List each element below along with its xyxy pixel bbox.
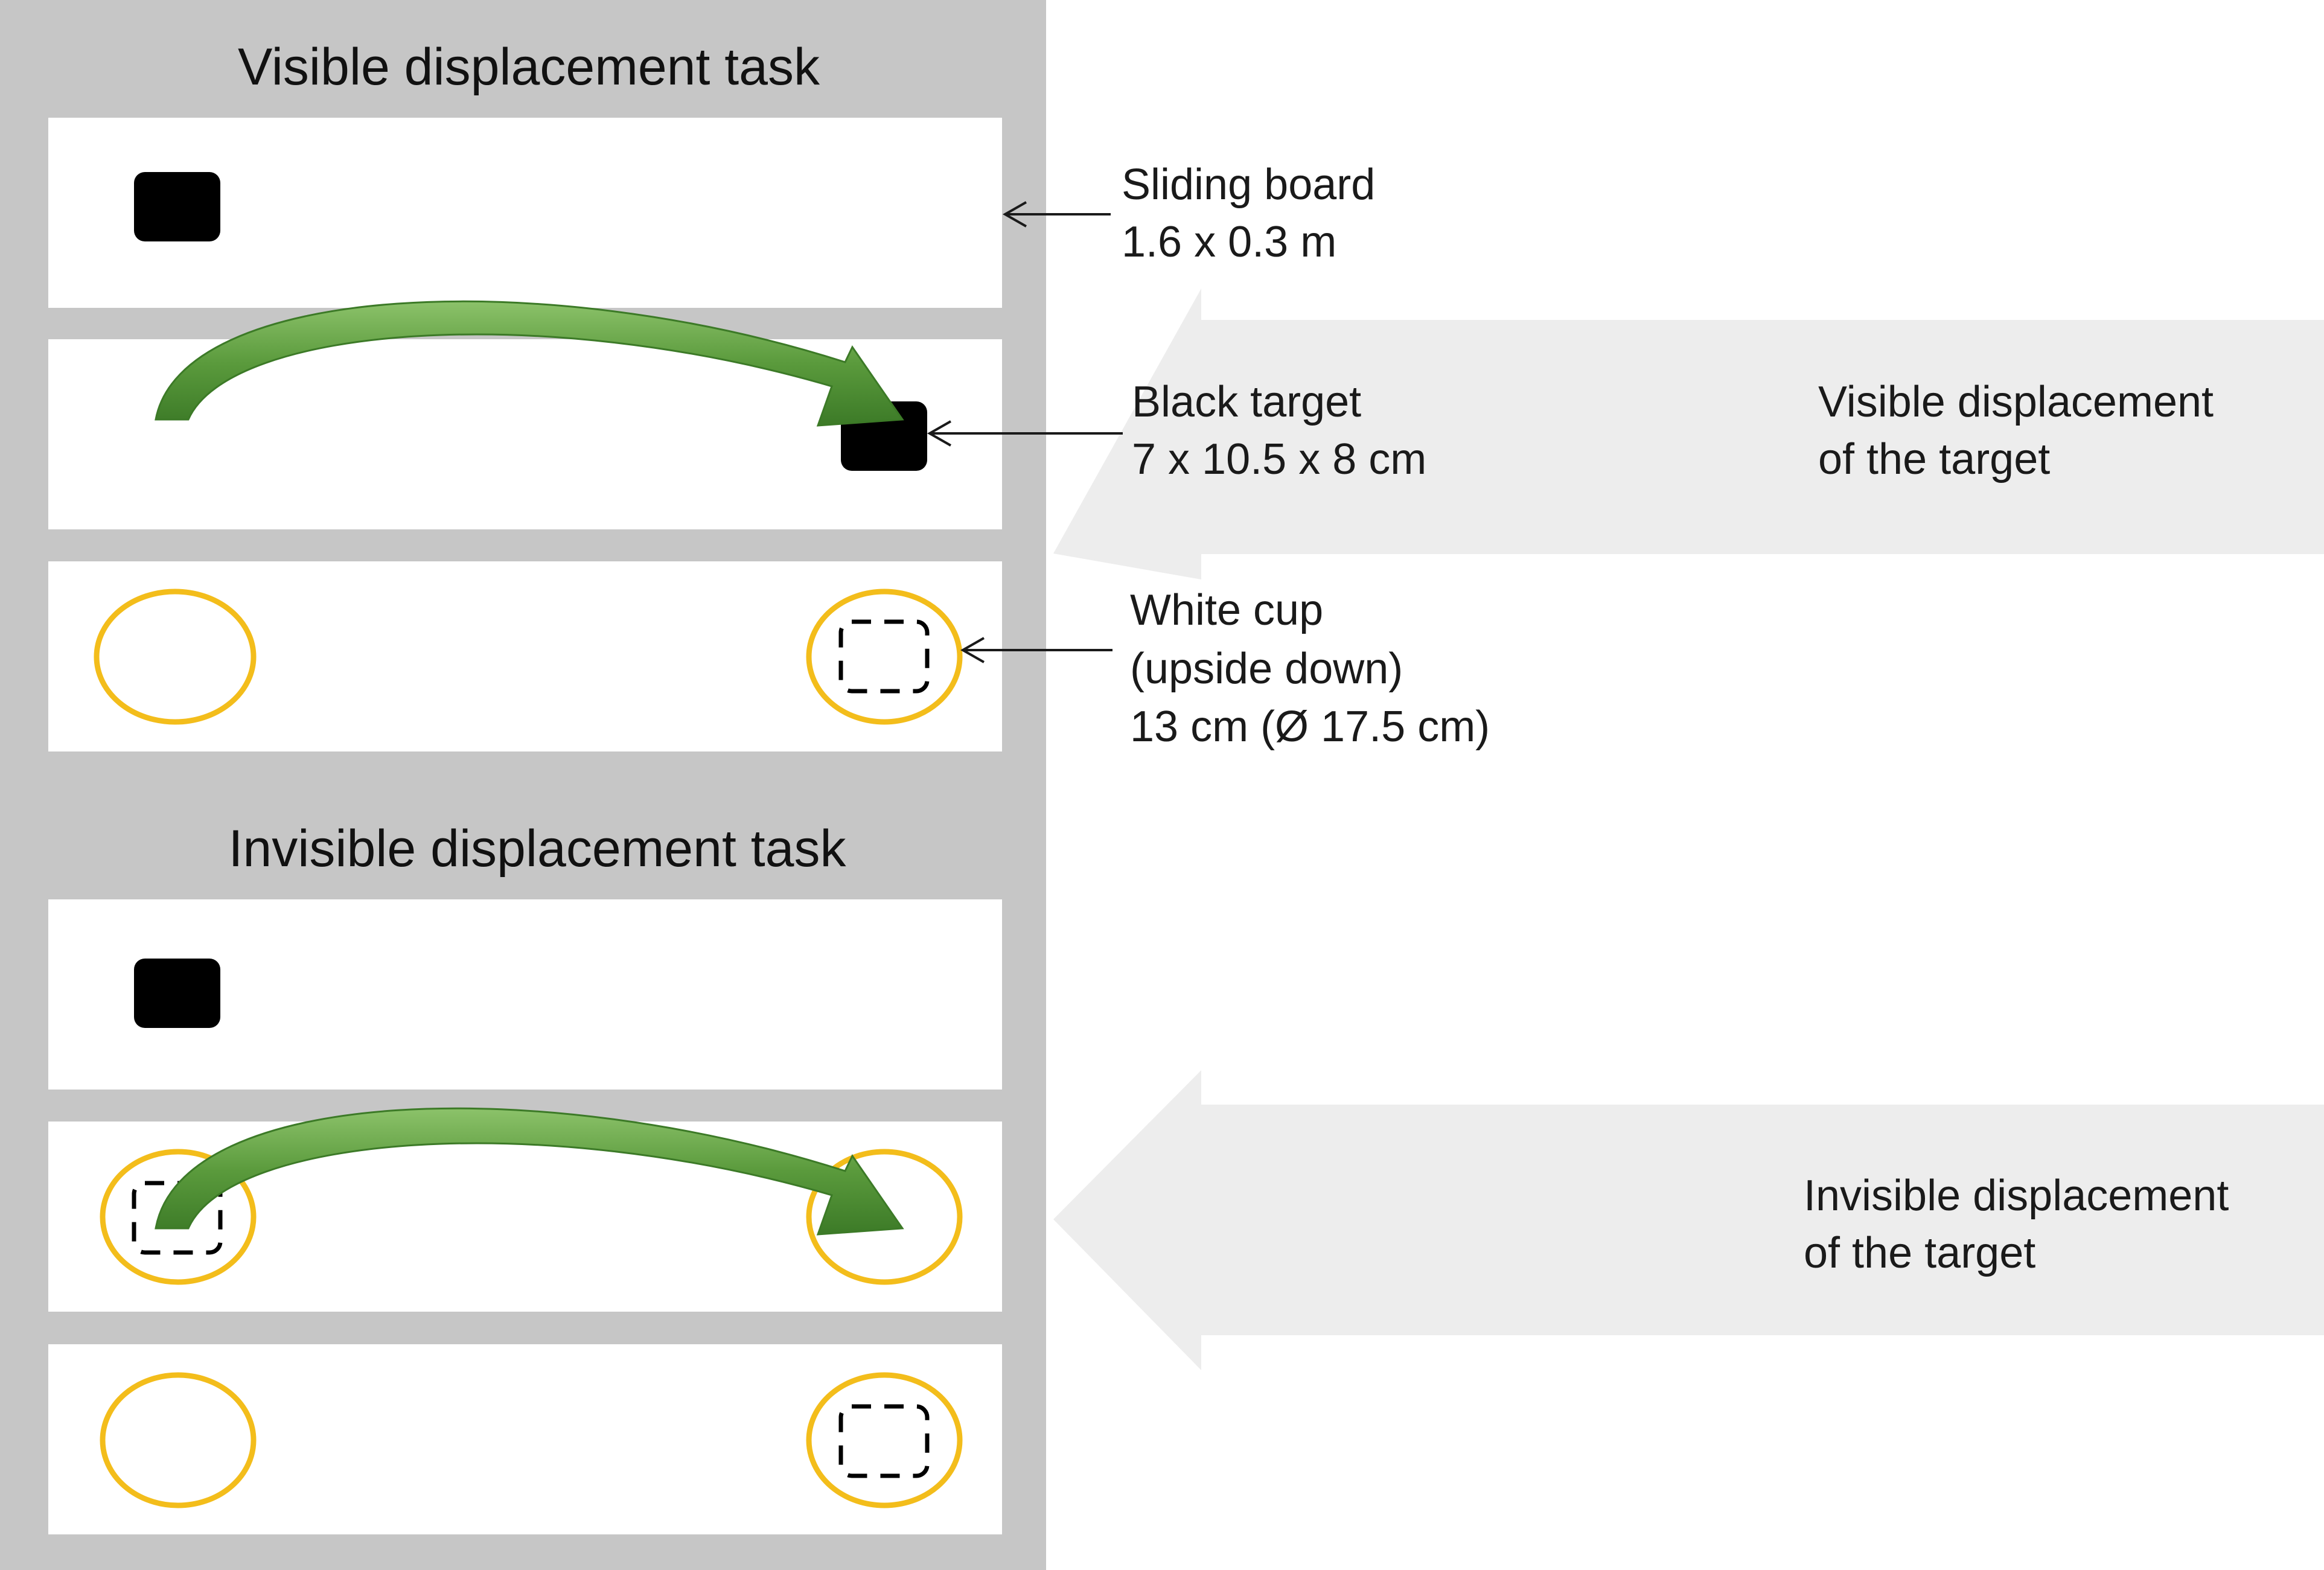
hidden-target-dashed: [838, 1404, 930, 1478]
cup-outline: [100, 1372, 257, 1508]
hidden-target-dashed: [838, 619, 930, 694]
cup-outline: [100, 1149, 257, 1285]
hidden-target-dashed: [132, 1181, 223, 1255]
white-cup-label: White cup (upside down) 13 cm (Ø 17.5 cm…: [1130, 586, 1490, 751]
sliding-board-line2: 1.6 x 0.3 m: [1122, 218, 1336, 266]
board-visible-3: [48, 561, 1002, 751]
invisible-stage-label: Invisible displacement of the target: [1804, 1172, 2241, 1277]
invisible-motion-arrow: [155, 1107, 904, 1236]
white-cup-line1: White cup: [1130, 586, 1323, 634]
black-target: [134, 959, 220, 1028]
black-target-line2: 7 x 10.5 x 8 cm: [1132, 435, 1426, 483]
cup-outline: [806, 589, 963, 725]
sliding-board-label: Sliding board 1.6 x 0.3 m: [1122, 161, 1387, 266]
cup-outline: [806, 1372, 963, 1508]
pointer-arrow-black-target: [927, 420, 1123, 447]
cup-outline: [94, 589, 257, 725]
black-target-label: Black target 7 x 10.5 x 8 cm: [1132, 378, 1426, 483]
visible-motion-arrow: [155, 300, 904, 427]
invisible-stage-arrow: [1053, 1070, 2324, 1370]
white-cup-line3: 13 cm (Ø 17.5 cm): [1130, 703, 1490, 751]
visible-stage-line1: Visible displacement: [1818, 378, 2214, 426]
visible-stage-line2: of the target: [1818, 435, 2050, 483]
visible-stage-label: Visible displacement of the target: [1818, 378, 2226, 483]
cup-outline: [806, 1149, 963, 1285]
sliding-board-line1: Sliding board: [1122, 161, 1375, 209]
black-target: [134, 172, 220, 241]
pointer-arrow-white-cup: [960, 637, 1113, 663]
invisible-stage-line1: Invisible displacement: [1804, 1172, 2229, 1220]
black-target-line1: Black target: [1132, 378, 1361, 426]
visible-task-title: Visible displacement task: [238, 38, 820, 96]
visible-stage-arrow: [1053, 289, 2324, 579]
white-cup-line2: (upside down): [1130, 645, 1403, 693]
invisible-task-title: Invisible displacement task: [229, 820, 847, 878]
pointer-arrow-sliding-board: [1002, 201, 1111, 228]
invisible-stage-line2: of the target: [1804, 1229, 2035, 1277]
